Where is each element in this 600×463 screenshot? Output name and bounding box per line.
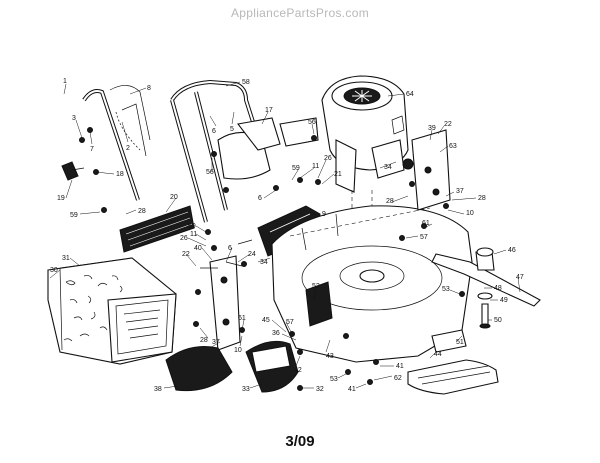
part-label: 11	[190, 231, 197, 238]
part-label: 47	[516, 274, 524, 281]
part-label: 7	[90, 146, 94, 153]
part-label: 9	[322, 211, 326, 218]
mower-deck[interactable]	[271, 205, 473, 363]
part-label: 58	[242, 79, 250, 86]
part-label: 45	[262, 317, 270, 324]
part-label: 57	[420, 234, 428, 241]
part-label: 10	[234, 347, 242, 354]
part-label: 17	[265, 107, 273, 114]
part-label: 64	[406, 91, 414, 98]
part-label: 38	[154, 386, 162, 393]
rear-grille[interactable]	[119, 205, 195, 253]
part-label: 59	[188, 223, 196, 230]
part-label: 6	[258, 195, 262, 202]
part-label: 50	[494, 317, 502, 324]
part-label: 18	[116, 171, 124, 178]
cover-plate[interactable]	[279, 117, 319, 147]
part-label: 37	[456, 188, 464, 195]
part-label: 59	[292, 165, 300, 172]
part-label: 33	[242, 386, 250, 393]
part-label: 61	[238, 315, 246, 322]
part-label: 8	[147, 85, 151, 92]
part-label: 49	[500, 297, 508, 304]
part-label: 3	[72, 115, 76, 122]
part-label: 34	[260, 259, 268, 266]
rear-wheel-cover-left[interactable]	[165, 346, 233, 392]
part-label: 2	[126, 145, 130, 152]
part-label: 53	[442, 286, 450, 293]
lower-handle-assembly[interactable]	[57, 88, 140, 219]
part-label: 28	[138, 208, 146, 215]
left-rear-bracket[interactable]	[209, 255, 241, 351]
part-label: 10	[466, 210, 474, 217]
part-label: 28	[200, 337, 208, 344]
part-label: 24	[248, 251, 256, 258]
control-bail[interactable]	[109, 85, 151, 157]
page-number: 3/09	[285, 433, 315, 450]
part-label: 48	[494, 285, 502, 292]
part-label: 62	[394, 375, 402, 382]
site-watermark: AppliancePartsPros.com	[231, 6, 369, 20]
part-label: 20	[170, 194, 178, 201]
part-label: 34	[384, 164, 392, 171]
part-label: 30	[50, 267, 58, 274]
part-labels: 1 8 58 64 3 2 7 6 5 17 56 39 22 63 26 11…	[50, 78, 524, 393]
blade-adapter[interactable]	[475, 247, 495, 329]
engine[interactable]	[321, 75, 414, 193]
part-label: 39	[428, 125, 436, 132]
grass-catcher-bag[interactable]	[47, 257, 177, 365]
part-label: 46	[508, 247, 516, 254]
part-label: 6	[212, 128, 216, 135]
part-label: 28	[478, 195, 486, 202]
upper-handle-assembly[interactable]	[170, 79, 264, 223]
part-label: 56	[206, 169, 214, 176]
cutting-blade[interactable]	[431, 253, 541, 307]
part-label: 6	[228, 245, 232, 252]
part-label: 59	[70, 212, 78, 219]
rear-wheel-cover-right[interactable]	[245, 340, 299, 393]
part-label: 42	[294, 367, 302, 374]
part-label: 41	[396, 363, 404, 370]
starter-handle[interactable]	[61, 161, 85, 181]
part-label: 43	[326, 353, 334, 360]
part-label: 26	[324, 155, 332, 162]
rear-chute-deflector[interactable]	[217, 117, 281, 180]
part-label: 51	[456, 339, 464, 346]
part-label: 31	[62, 255, 70, 262]
part-label: 36	[272, 330, 280, 337]
part-label: 22	[444, 121, 452, 128]
part-label: 52	[312, 283, 320, 290]
part-label: 21	[334, 171, 342, 178]
part-label: 44	[434, 351, 442, 358]
part-label: 22	[182, 251, 190, 258]
part-label: 28	[386, 198, 394, 205]
part-label: 61	[422, 220, 430, 227]
part-label: 56	[308, 119, 316, 126]
part-label: 41	[348, 386, 356, 393]
part-label: 32	[316, 386, 324, 393]
front-axle[interactable]	[407, 329, 499, 395]
part-label: 40	[194, 245, 202, 252]
part-label: 19	[57, 195, 65, 202]
part-label: 5	[230, 126, 234, 133]
part-label: 37	[212, 339, 220, 346]
discharge-opening	[305, 281, 333, 327]
part-label: 63	[449, 143, 457, 150]
part-label: 26	[180, 235, 188, 242]
leader-lines	[49, 81, 521, 389]
part-label: 11	[312, 163, 319, 170]
part-label: 1	[63, 78, 67, 85]
right-engine-bracket[interactable]	[411, 129, 451, 211]
part-label: 57	[286, 319, 294, 326]
part-label: 53	[330, 376, 338, 383]
